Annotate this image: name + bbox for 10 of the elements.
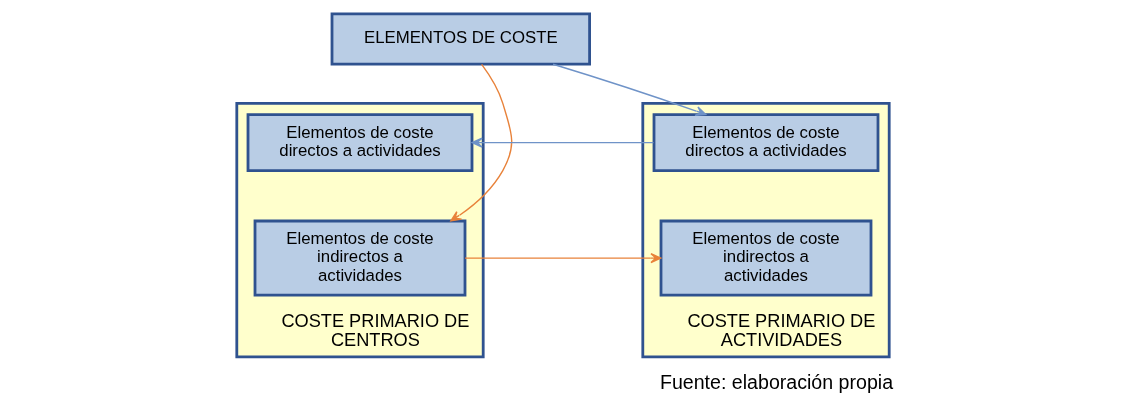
node-box: Elementos de coste indirectos a actividades: [659, 219, 872, 297]
node-box: Elementos de coste directos a actividades: [652, 113, 879, 172]
arrow: [551, 63, 706, 117]
caption: Fuente: elaboración propia: [659, 371, 893, 394]
arrow: [449, 63, 512, 222]
node-box: ELEMENTOS DE COSTE: [330, 12, 591, 66]
node-box: Elementos de coste directos a actividades: [246, 113, 473, 172]
arrow: [471, 137, 654, 148]
node-box: Elementos de coste indirectos a actividades: [253, 219, 466, 297]
arrow: [463, 253, 661, 264]
